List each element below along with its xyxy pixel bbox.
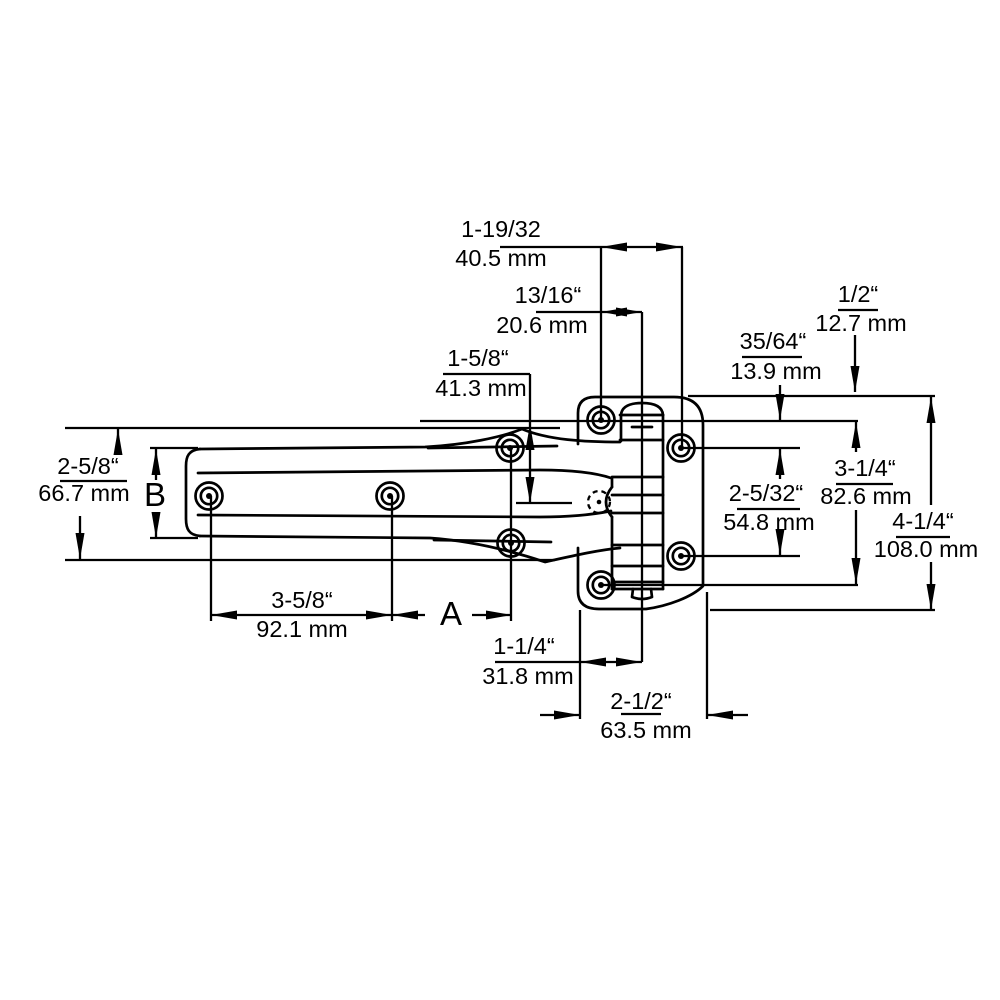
dimension-variable-b: B — [144, 446, 198, 540]
strap-screw-hole-left — [194, 481, 224, 511]
knuckle-middle-segment — [610, 475, 665, 591]
dim-mm-label: 108.0 mm — [874, 536, 979, 562]
strap-rib-bottom — [196, 509, 613, 519]
dim-mm-label: 54.8 mm — [723, 509, 814, 535]
dimension-12-7mm: 1/2“ 12.7 mm — [815, 281, 907, 392]
dimension-92-1mm: 3-5/8“ 92.1 mm — [209, 448, 513, 642]
dimension-63-5mm: 2-1/2“ 63.5 mm — [540, 592, 748, 743]
dim-mm-label: 66.7 mm — [38, 480, 129, 506]
variable-b-label: B — [144, 476, 166, 513]
dimension-40-5mm: 1-19/32 40.5 mm — [455, 216, 684, 448]
dimension-variable-a: A — [392, 595, 512, 632]
dim-mm-label: 92.1 mm — [256, 616, 347, 642]
strap-top-crease — [426, 444, 559, 450]
dimension-66-7mm: 2-5/8“ 66.7 mm — [38, 426, 560, 562]
dim-inch-label: 1-5/8“ — [447, 345, 508, 371]
strap-screw-hole-middle — [375, 481, 405, 511]
dim-mm-label: 12.7 mm — [815, 310, 906, 336]
dim-inch-label: 13/16“ — [515, 282, 582, 308]
dim-inch-label: 3-1/4“ — [834, 455, 895, 481]
knuckle-lower-segment — [610, 543, 665, 591]
dimension-41-3mm: 1-5/8“ 41.3 mm — [435, 345, 572, 505]
dimension-13-9mm: 35/64“ 13.9 mm — [730, 328, 822, 420]
pin-boss-arc — [604, 485, 614, 519]
dimension-20-6mm: 13/16“ 20.6 mm — [496, 282, 644, 662]
dim-mm-label: 41.3 mm — [435, 375, 526, 401]
mounting-bracket — [576, 395, 705, 611]
dimension-108-0mm: 4-1/4“ 108.0 mm — [688, 394, 979, 612]
strap-leaf — [184, 427, 622, 564]
strap-rib-top — [196, 468, 613, 480]
dimension-annotations: 1-19/32 40.5 mm 13/16“ 20.6 mm 1-5/8“ 41… — [38, 216, 978, 743]
dimension-82-6mm: 3-1/4“ 82.6 mm — [420, 419, 912, 587]
dim-mm-label: 82.6 mm — [820, 483, 911, 509]
dim-inch-label: 1-19/32 — [461, 216, 541, 242]
dim-inch-label: 35/64“ — [740, 328, 807, 354]
dim-mm-label: 13.9 mm — [730, 358, 821, 384]
dim-mm-label: 31.8 mm — [482, 663, 573, 689]
dim-inch-label: 2-5/32“ — [729, 480, 803, 506]
dim-mm-label: 20.6 mm — [496, 312, 587, 338]
variable-a-label: A — [440, 595, 462, 632]
dim-inch-label: 2-1/2“ — [610, 688, 671, 714]
dim-mm-label: 40.5 mm — [455, 245, 546, 271]
hinge-pin-hidden — [586, 489, 612, 515]
dimension-54-8mm: 2-5/32“ 54.8 mm — [681, 446, 815, 558]
dimension-31-8mm: 1-1/4“ 31.8 mm — [482, 633, 642, 689]
strap-bottom-crease — [432, 538, 553, 544]
dim-inch-label: 1/2“ — [838, 281, 879, 307]
strap-bottom-edge — [198, 534, 622, 564]
bracket-outline — [576, 395, 705, 611]
dim-mm-label: 63.5 mm — [600, 717, 691, 743]
dim-inch-label: 4-1/4“ — [892, 508, 953, 534]
strap-left-cap — [184, 447, 202, 538]
dim-inch-label: 1-1/4“ — [493, 633, 554, 659]
dim-inch-label: 2-5/8“ — [57, 453, 118, 479]
dim-inch-label: 3-5/8“ — [271, 587, 332, 613]
